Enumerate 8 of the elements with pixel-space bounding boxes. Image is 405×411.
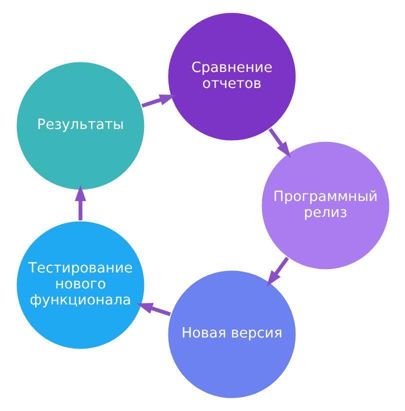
arrow (268, 128, 290, 158)
node-circle: Тестирование нового функционала (14, 219, 146, 351)
arrow (74, 184, 86, 220)
node-circle: Результаты (14, 60, 146, 192)
arrow (141, 94, 176, 108)
node-circle: Сравнение отчетов (166, 11, 298, 142)
arrow (136, 302, 170, 316)
arrow (266, 256, 288, 287)
